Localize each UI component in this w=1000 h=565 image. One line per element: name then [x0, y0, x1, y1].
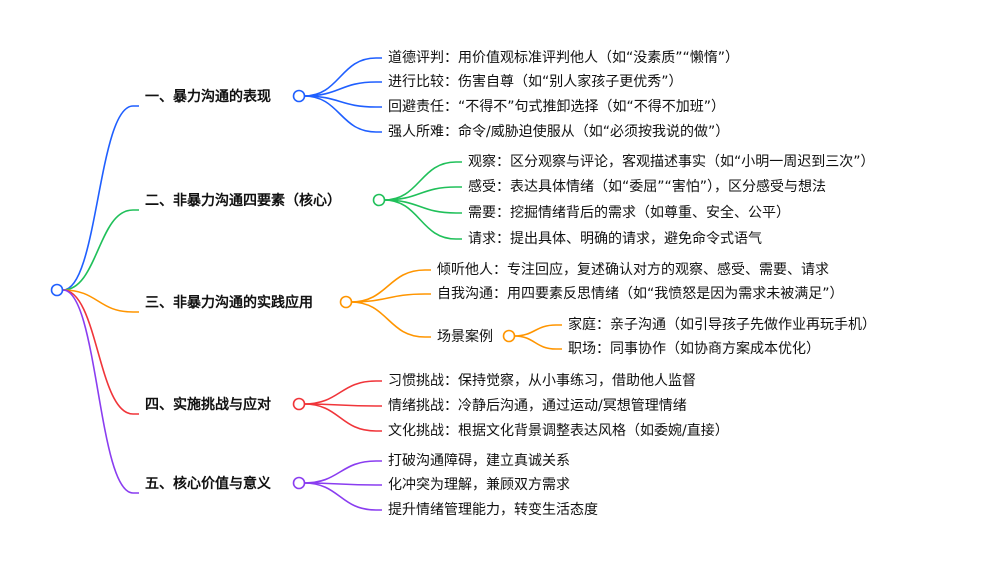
child-node[interactable]: 强人所难：命令/威胁迫使服从（如“必须按我说的做”） [388, 124, 730, 140]
case-connector [513, 335, 562, 350]
child-node[interactable]: 打破沟通障碍，建立真诚关系 [388, 453, 570, 469]
child-node[interactable]: 倾听他人：专注回应，复述确认对方的观察、感受、需要、请求 [437, 262, 829, 278]
child-node[interactable]: 需要：挖掘情绪背后的需求（如尊重、安全、公平） [468, 205, 790, 221]
child-node[interactable]: 习惯挑战：保持觉察，从小事练习，借助他人监督 [388, 373, 696, 389]
child-connector [303, 403, 382, 432]
child-connector [303, 95, 382, 108]
collapse-toggle[interactable] [292, 397, 306, 411]
branch-connector [62, 289, 139, 494]
child-connector [303, 460, 382, 484]
child-connector [303, 380, 382, 405]
child-connector [383, 199, 462, 214]
child-connector [350, 301, 431, 338]
child-connector [303, 95, 382, 133]
branch-connector [62, 289, 139, 415]
child-node[interactable]: 回避责任：“不得不”句式推卸选择（如“不得不加班”） [388, 99, 726, 115]
collapse-toggle[interactable] [292, 476, 306, 490]
collapse-toggle[interactable] [502, 329, 516, 343]
child-node[interactable]: 进行比较：伤害自尊（如“别人家孩子更优秀”） [388, 74, 683, 90]
child-connector [383, 199, 462, 240]
child-node[interactable]: 提升情绪管理能力，转变生活态度 [388, 502, 598, 518]
child-node[interactable]: 场景案例 [437, 329, 493, 345]
branch-topic[interactable]: 四、实施挑战与应对 [145, 397, 271, 413]
child-connector [383, 161, 462, 201]
child-connector [303, 403, 382, 407]
child-node[interactable]: 请求：提出具体、明确的请求，避免命令式语气 [468, 231, 762, 247]
child-node[interactable]: 化冲突为理解，兼顾双方需求 [388, 477, 570, 493]
child-node[interactable]: 情绪挑战：冷静后沟通，通过运动/冥想管理情绪 [388, 398, 687, 414]
collapse-toggle[interactable] [372, 193, 386, 207]
collapse-toggle[interactable] [292, 89, 306, 103]
child-connector [383, 186, 462, 201]
child-connector [303, 57, 382, 97]
child-node[interactable]: 文化挑战：根据文化背景调整表达风格（如委婉/直接） [388, 423, 729, 439]
case-node[interactable]: 职场：同事协作（如协商方案成本优化） [568, 341, 820, 357]
case-node[interactable]: 家庭：亲子沟通（如引导孩子先做作业再玩手机） [568, 317, 876, 333]
child-node[interactable]: 观察：区分观察与评论，客观描述事实（如“小明一周迟到三次”） [468, 154, 875, 170]
child-connector [350, 269, 431, 303]
child-connector [303, 482, 382, 511]
root-node[interactable] [50, 283, 64, 297]
branch-topic[interactable]: 五、核心价值与意义 [145, 476, 271, 492]
child-node[interactable]: 感受：表达具体情绪（如“委屈”“害怕”），区分感受与想法 [468, 179, 827, 195]
child-node[interactable]: 自我沟通：用四要素反思情绪（如“我愤怒是因为需求未被满足”） [437, 286, 844, 302]
branch-connector [62, 105, 139, 291]
case-connector [513, 324, 562, 337]
child-connector [350, 293, 431, 303]
branch-topic[interactable]: 一、暴力沟通的表现 [145, 89, 271, 105]
collapse-toggle[interactable] [339, 295, 353, 309]
branch-connector [62, 289, 139, 313]
branch-topic[interactable]: 三、非暴力沟通的实践应用 [145, 295, 313, 311]
branch-connector [62, 209, 139, 291]
child-connector [303, 482, 382, 486]
child-node[interactable]: 道德评判：用价值观标准评判他人（如“没素质”“懒惰”） [388, 50, 740, 66]
branch-topic[interactable]: 二、非暴力沟通四要素（核心） [145, 193, 341, 209]
child-connector [303, 81, 382, 97]
